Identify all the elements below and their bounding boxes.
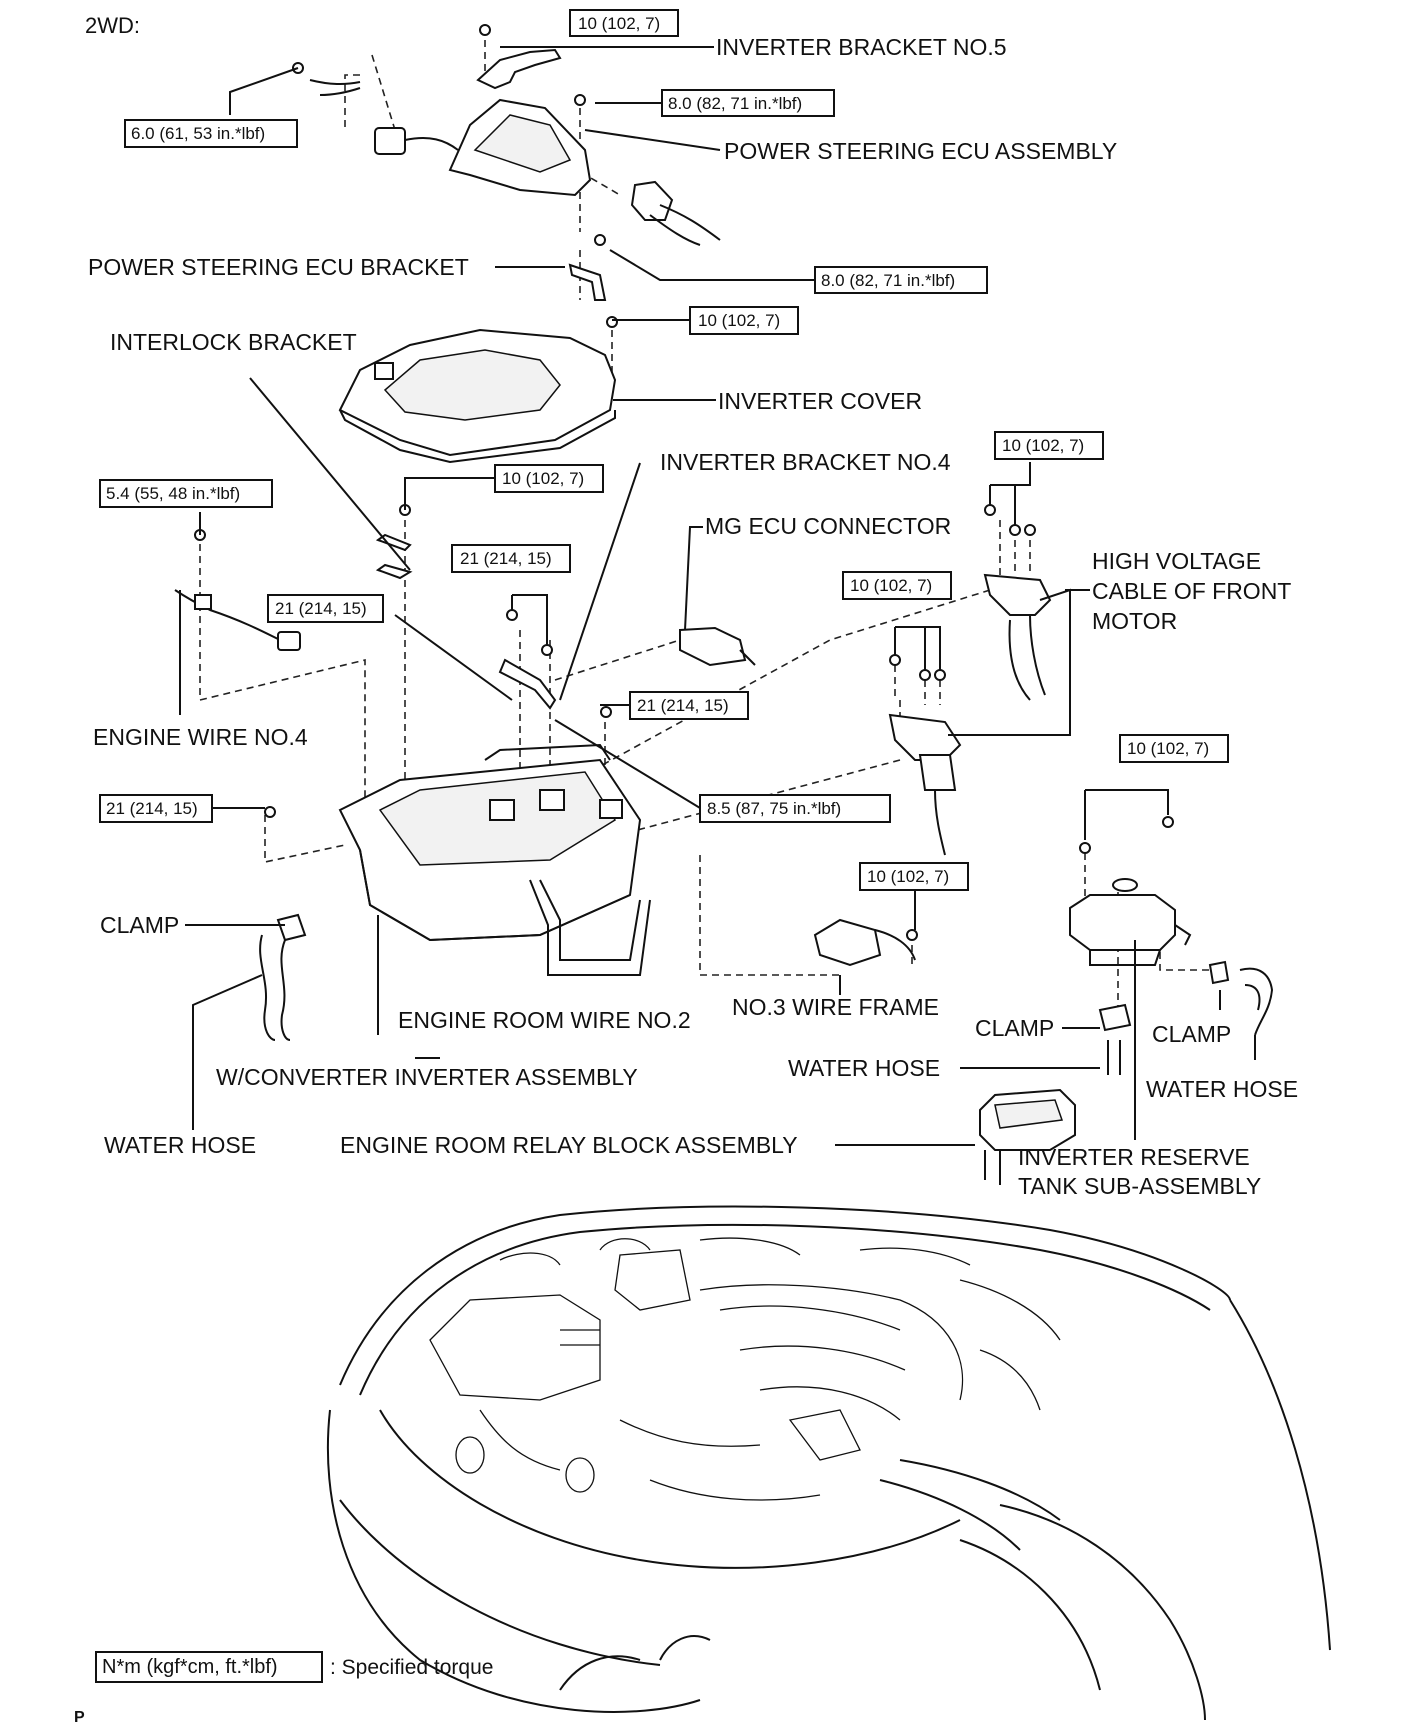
- label-engine-room-relay-block-assembly: ENGINE ROOM RELAY BLOCK ASSEMBLY: [340, 1132, 798, 1158]
- inverter-bracket-no4-part: [498, 609, 557, 710]
- torque-wire-frame: 10 (102, 7): [867, 867, 949, 886]
- label-power-steering-ecu-assembly: POWER STEERING ECU ASSEMBLY: [724, 138, 1117, 164]
- label-inverter-bracket-no5: INVERTER BRACKET NO.5: [716, 34, 1007, 60]
- footer-code: P: [74, 1709, 85, 1726]
- label-hv-cable-line3: MOTOR: [1092, 608, 1177, 634]
- left-clamp-hose-part: [259, 913, 307, 1041]
- label-inverter-reserve-line2: TANK SUB-ASSEMBLY: [1018, 1173, 1261, 1199]
- hv-cable-top-part: [983, 504, 1052, 701]
- torque-ground: 6.0 (61, 53 in.*lbf): [131, 124, 265, 143]
- hv-cable-mid-part: [888, 654, 962, 856]
- label-inverter-reserve-line1: INVERTER RESERVE: [1018, 1144, 1250, 1170]
- torque-right-bolt: 21 (214, 15): [637, 696, 729, 715]
- torque-interlock: 10 (102, 7): [502, 469, 584, 488]
- vehicle-engine-bay-illustration: [326, 1205, 1331, 1721]
- power-steering-ecu-part: [292, 62, 721, 246]
- torque-ecu-top: 8.0 (82, 71 in.*lbf): [668, 94, 802, 113]
- inverter-assembly-part: [264, 706, 651, 976]
- label-engine-wire-no4: ENGINE WIRE NO.4: [93, 724, 308, 750]
- label-inverter-bracket-no4: INVERTER BRACKET NO.4: [660, 449, 951, 475]
- label-w-converter-inverter-assembly: W/CONVERTER INVERTER ASSEMBLY: [216, 1064, 638, 1090]
- power-steering-ecu-bracket-part: [568, 234, 607, 301]
- interlock-bracket-part: [375, 504, 413, 580]
- torque-side-bolt: 21 (214, 15): [106, 799, 198, 818]
- label-interlock-bracket: INTERLOCK BRACKET: [110, 329, 357, 355]
- label-inverter-cover: INVERTER COVER: [718, 388, 922, 414]
- label-no3-wire-frame: NO.3 WIRE FRAME: [732, 994, 939, 1020]
- inverter-bracket-no5-part: [476, 24, 562, 90]
- label-clamp-left: CLAMP: [100, 912, 179, 938]
- relay-block-part: [979, 1088, 1076, 1185]
- label-hv-cable-line2: CABLE OF FRONT: [1092, 578, 1291, 604]
- torque-bracket4: 21 (214, 15): [460, 549, 552, 568]
- no3-wire-frame-part: [813, 918, 918, 967]
- label-power-steering-ecu-bracket: POWER STEERING ECU BRACKET: [88, 254, 469, 280]
- label-engine-room-wire-no2: ENGINE ROOM WIRE NO.2: [398, 1007, 691, 1033]
- label-water-hose-left: WATER HOSE: [104, 1132, 256, 1158]
- torque-bracket5: 10 (102, 7): [578, 14, 660, 33]
- torque-hv-mid: 10 (102, 7): [850, 576, 932, 595]
- drive-variant-label: 2WD:: [85, 13, 140, 38]
- label-mg-ecu-connector: MG ECU CONNECTOR: [705, 513, 951, 539]
- torque-terminal: 8.5 (87, 75 in.*lbf): [707, 799, 841, 818]
- torque-ecu-bracket: 8.0 (82, 71 in.*lbf): [821, 271, 955, 290]
- torque-tank: 10 (102, 7): [1127, 739, 1209, 758]
- label-water-hose-right: WATER HOSE: [1146, 1076, 1298, 1102]
- torque-engine-wire: 5.4 (55, 48 in.*lbf): [106, 484, 240, 503]
- label-clamp-right: CLAMP: [1152, 1021, 1231, 1047]
- mg-ecu-connector-part: [679, 626, 756, 667]
- legend-text: : Specified torque: [330, 1656, 493, 1679]
- engine-wire-no4-part: [174, 529, 301, 651]
- label-clamp-mid: CLAMP: [975, 1015, 1054, 1041]
- torque-legend: N*m (kgf*cm, ft.*lbf) : Specified torque: [95, 1651, 493, 1683]
- label-water-hose-mid: WATER HOSE: [788, 1055, 940, 1081]
- torque-hv-top: 10 (102, 7): [1002, 436, 1084, 455]
- inverter-reserve-tank-part: [1069, 816, 1274, 1075]
- part-labels: INVERTER BRACKET NO.5 POWER STEERING ECU…: [88, 34, 1298, 1199]
- torque-left-bolt: 21 (214, 15): [275, 599, 367, 618]
- label-hv-cable-line1: HIGH VOLTAGE: [1092, 548, 1261, 574]
- torque-values: 10 (102, 7) 8.0 (82, 71 in.*lbf) 6.0 (61…: [99, 9, 1229, 891]
- inverter-cover-part: [338, 316, 618, 464]
- leader-lines: [179, 46, 1256, 1146]
- legend-unit-box: N*m (kgf*cm, ft.*lbf): [102, 1656, 278, 1678]
- torque-cover: 10 (102, 7): [698, 311, 780, 330]
